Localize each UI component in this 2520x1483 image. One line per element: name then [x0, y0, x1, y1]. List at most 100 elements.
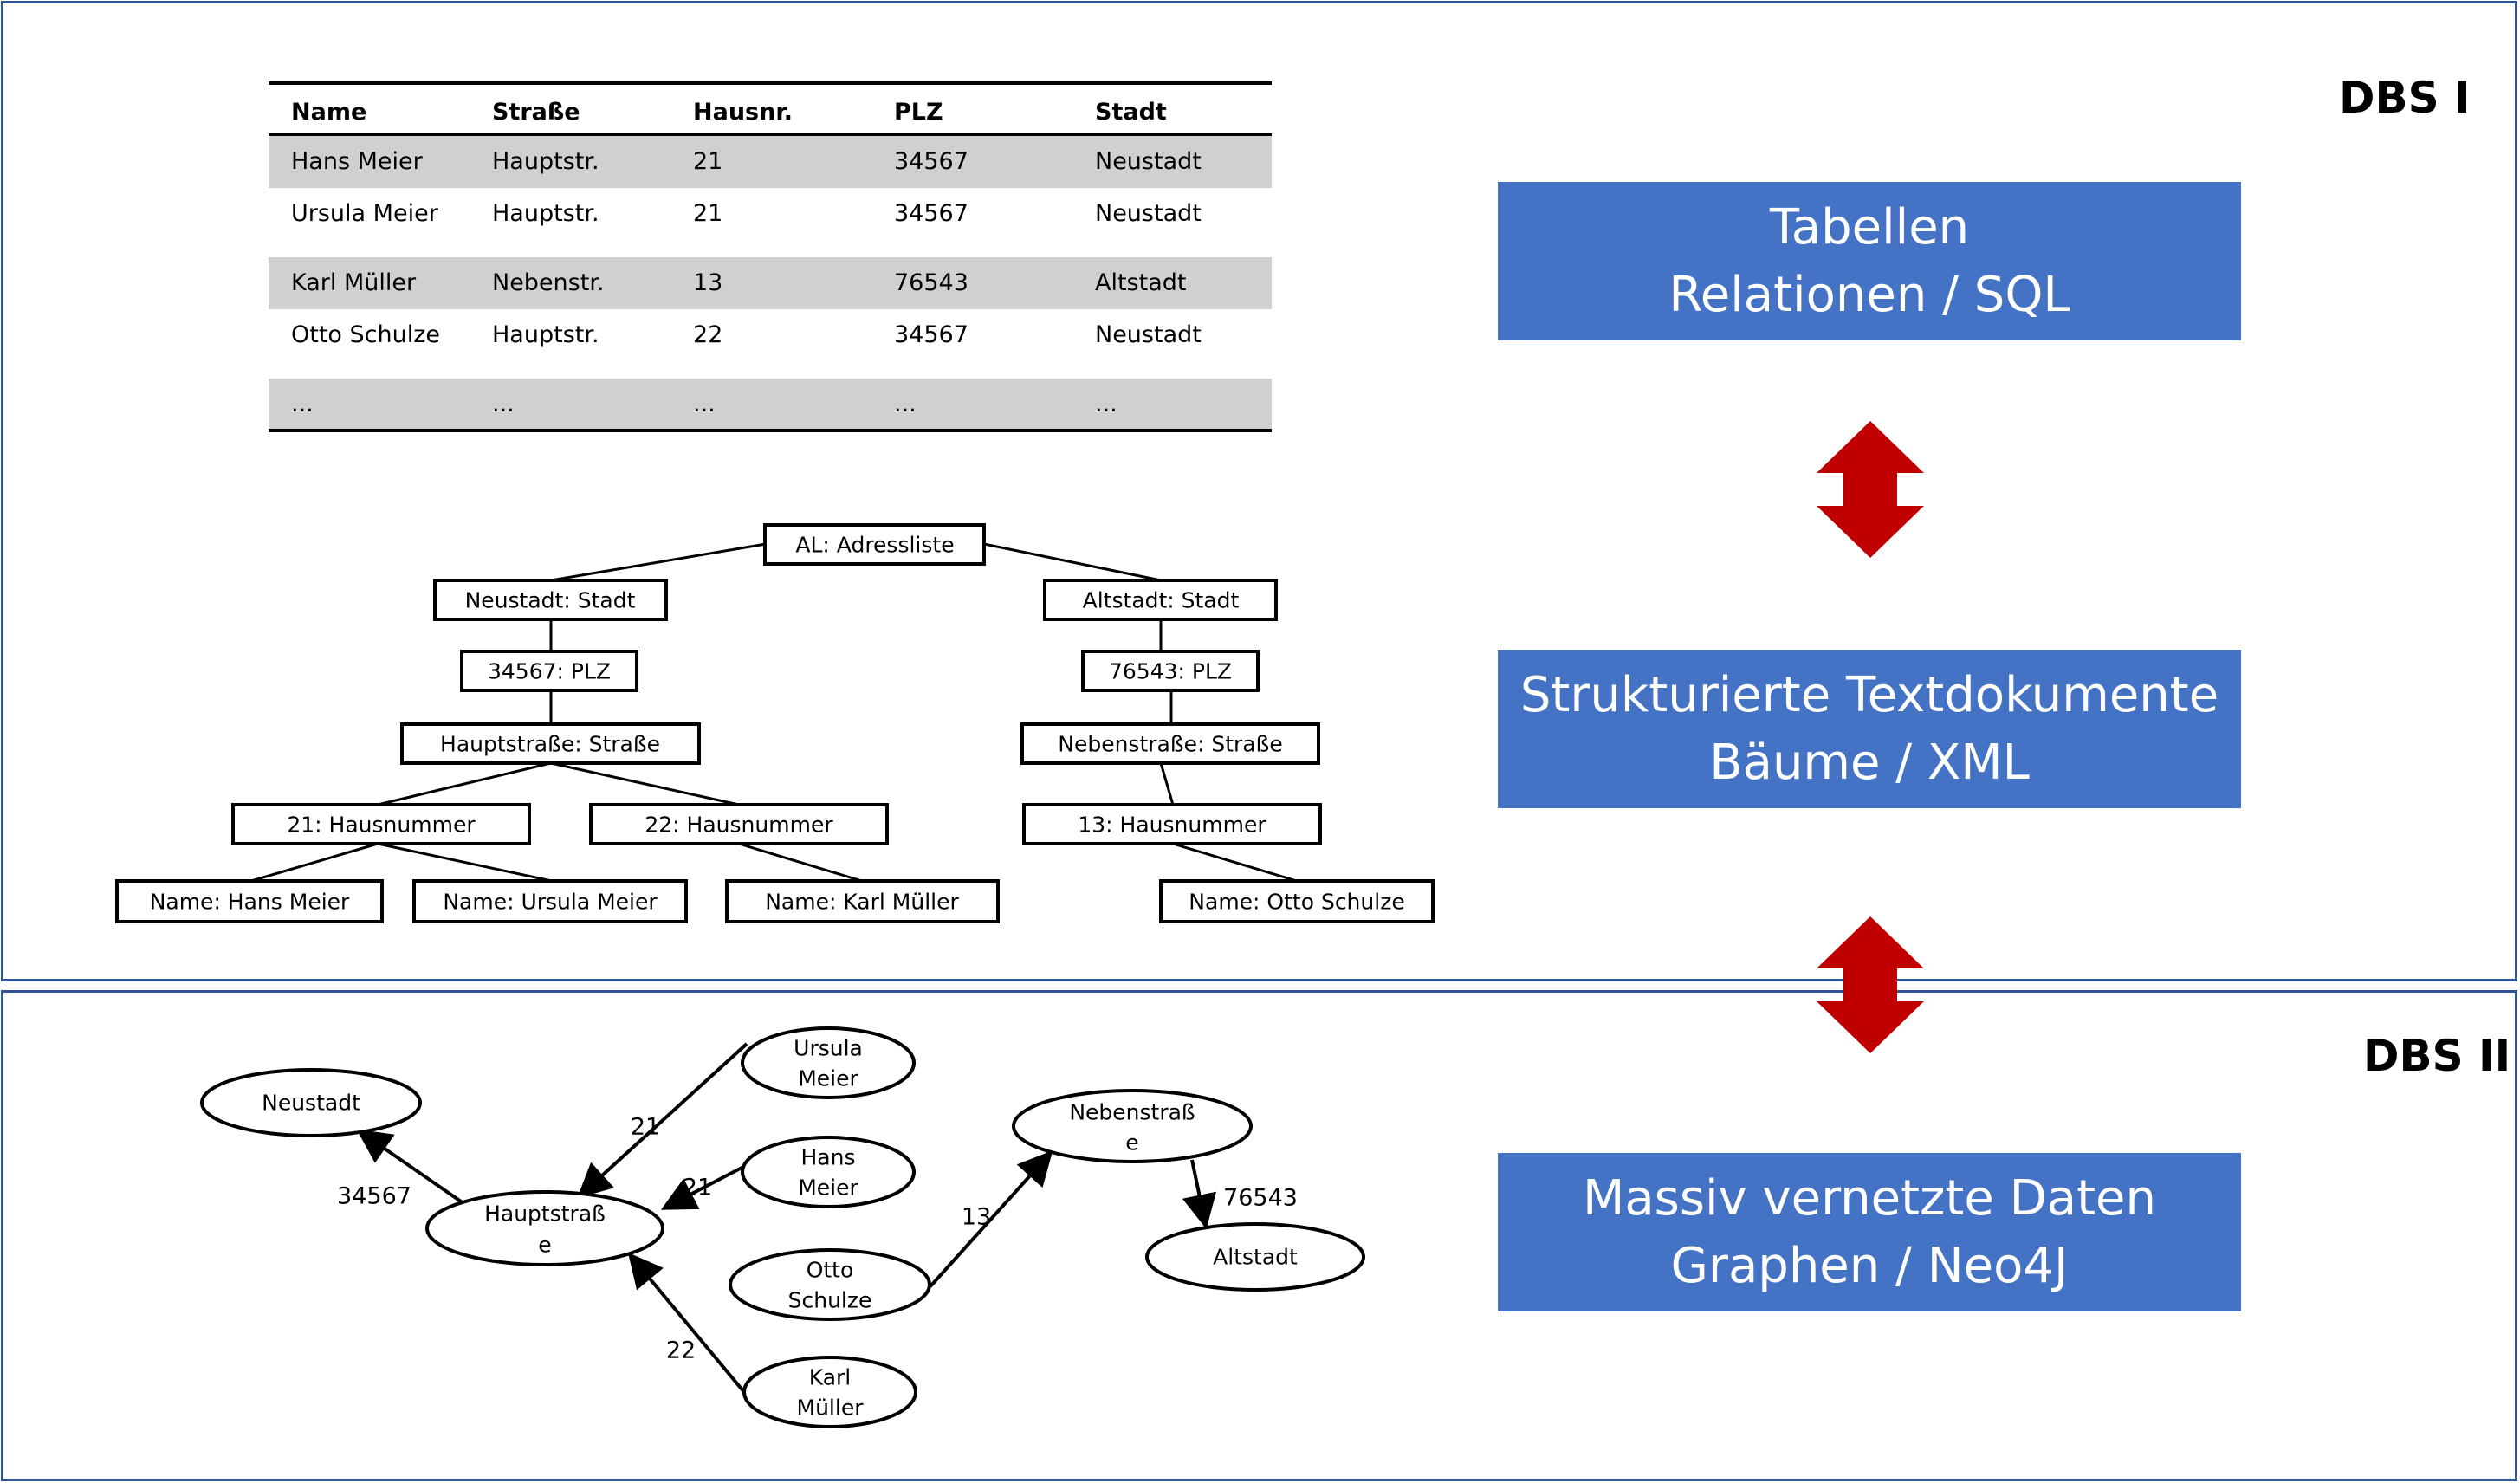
graph-node-otto: [729, 1248, 931, 1321]
tree-node-nr-21-label: 21: Hausnummer: [287, 813, 476, 838]
tree-node-altstadt: [1043, 579, 1278, 621]
cell-street: Nebenstr.: [492, 269, 605, 296]
tree-node-nr-21: [231, 803, 531, 845]
cell-plz: 76543: [894, 269, 968, 296]
graph-edge-karl-haupt: [627, 1252, 750, 1399]
tree-edge: [550, 761, 740, 806]
graph-node-hauptstrasse: [425, 1190, 664, 1266]
cell-plz: 34567: [894, 148, 968, 175]
cell-house-number: 22: [693, 321, 723, 348]
tree-node-plz-76543: [1081, 650, 1260, 692]
table-row: Hans Meier Hauptstr. 21 34567 Neustadt: [269, 136, 1272, 188]
tree-node-nr-13: [1022, 803, 1322, 845]
cell-plz: 34567: [894, 200, 968, 227]
cell-plz: 34567: [894, 321, 968, 348]
tree-node-plz-34567: [460, 650, 638, 692]
header-plz: PLZ: [894, 99, 943, 126]
tree-edge: [738, 842, 863, 883]
graph-node-karl-label-1: Karl: [809, 1365, 852, 1390]
cell-street: Hauptstr.: [492, 148, 599, 175]
graph-data-box-line1: Massiv vernetzte Daten: [1583, 1169, 2156, 1227]
text-documents-box: Strukturierte Textdokumente Bäume / XML: [1498, 650, 2241, 808]
graph-node-altstadt-label: Altstadt: [1213, 1245, 1298, 1270]
tree-node-hans: [115, 879, 384, 923]
cell-name: ...: [291, 391, 314, 418]
graph-node-nebenstrasse-label-2: e: [1125, 1130, 1138, 1156]
tree-edge: [983, 542, 1162, 582]
graph-node-otto-label-1: Otto: [807, 1258, 854, 1283]
table-header-row: Name Straße Hausnr. PLZ Stadt: [269, 87, 1272, 139]
graph-edge-label-22: 22: [666, 1337, 696, 1364]
header-name: Name: [291, 99, 367, 126]
double-arrow-2-icon: [1817, 916, 1924, 1053]
graph-node-altstadt: [1145, 1222, 1365, 1292]
graph-edge-hans-haupt: [660, 1163, 748, 1210]
graph-node-hauptstrasse-label-1: Hauptstraß: [484, 1201, 606, 1227]
header-house-number: Hausnr.: [693, 99, 794, 126]
table-header-rule: [269, 133, 1272, 136]
header-street: Straße: [492, 99, 580, 126]
graph-node-hans-label-2: Meier: [798, 1175, 858, 1201]
graph-edge-label-13: 13: [962, 1204, 991, 1231]
dbs1-label: DBS I: [2339, 73, 2471, 123]
tree-edge: [250, 842, 379, 883]
graph-edge-haupt-neustadt: [356, 1129, 465, 1205]
tree-node-ursula-label: Name: Ursula Meier: [443, 890, 658, 915]
graph-node-ursula-label-1: Ursula: [794, 1036, 863, 1061]
graph-node-otto-label-2: Schulze: [788, 1288, 872, 1313]
cell-house-number: 13: [693, 269, 723, 296]
tree-node-altstadt-label: Altstadt: Stadt: [1083, 588, 1240, 613]
table-row: ... ... ... ... ...: [269, 379, 1272, 431]
cell-street: Hauptstr.: [492, 200, 599, 227]
tree-edge: [1159, 762, 1175, 806]
graph-data-box: Massiv vernetzte Daten Graphen / Neo4J: [1498, 1153, 2241, 1311]
tables-box: Tabellen Relationen / SQL: [1498, 182, 2241, 340]
graph-node-karl-label-2: Müller: [797, 1396, 865, 1421]
tree-node-root: [763, 523, 986, 566]
graph-node-hauptstrasse-label-2: e: [538, 1233, 551, 1258]
tree-node-root-label: AL: Adressliste: [795, 533, 954, 558]
tree-node-nr-22: [589, 803, 889, 845]
tree-edge: [377, 842, 553, 883]
cell-name: Hans Meier: [291, 148, 423, 175]
graph-edge-otto-neben: [929, 1150, 1053, 1288]
cell-city: Neustadt: [1095, 148, 1202, 175]
tree-node-otto-label: Name: Otto Schulze: [1189, 890, 1404, 915]
graph-node-neustadt: [200, 1068, 422, 1137]
text-documents-box-line1: Strukturierte Textdokumente: [1519, 666, 2219, 723]
tree-edge: [550, 542, 767, 582]
table-row: Ursula Meier Hauptstr. 21 34567 Neustadt: [269, 188, 1272, 240]
tables-box-line2: Relationen / SQL: [1668, 266, 2070, 323]
header-city: Stadt: [1095, 99, 1167, 126]
cell-city: Neustadt: [1095, 321, 1202, 348]
cell-city: ...: [1095, 391, 1117, 418]
tree-node-otto: [1159, 879, 1435, 923]
tree-node-nr-22-label: 22: Hausnummer: [645, 813, 833, 838]
cell-name: Karl Müller: [291, 269, 417, 296]
tree-edge: [1172, 842, 1298, 883]
cell-plz: ...: [894, 391, 917, 418]
cell-name: Otto Schulze: [291, 321, 441, 348]
graph-node-nebenstrasse: [1012, 1089, 1253, 1163]
cell-street: Hauptstr.: [492, 321, 599, 348]
graph-edge-neben-altstadt: [1182, 1159, 1217, 1229]
graph-edge-label-76543: 76543: [1223, 1185, 1298, 1212]
tree-node-ursula: [412, 879, 688, 923]
table-row: Otto Schulze Hauptstr. 22 34567 Neustadt: [269, 309, 1272, 361]
tree-node-karl: [725, 879, 1000, 923]
cell-street: ...: [492, 391, 515, 418]
tree-node-neustadt-label: Neustadt: Stadt: [465, 588, 636, 613]
graph-node-ursula: [741, 1026, 916, 1099]
tree-node-plz-76543-label: 76543: PLZ: [1109, 659, 1232, 684]
graph-edge-ursula-haupt: [577, 1042, 748, 1199]
cell-house-number: ...: [693, 391, 716, 418]
graph-edge-label-hans-21: 21: [683, 1175, 712, 1201]
graph-node-nebenstrasse-label-1: Nebenstraß: [1069, 1100, 1195, 1125]
cell-city: Altstadt: [1095, 269, 1187, 296]
tree-node-neustadt: [433, 579, 668, 621]
cell-city: Neustadt: [1095, 200, 1202, 227]
table-bottom-rule: [269, 429, 1272, 432]
graph-node-karl: [742, 1356, 917, 1428]
